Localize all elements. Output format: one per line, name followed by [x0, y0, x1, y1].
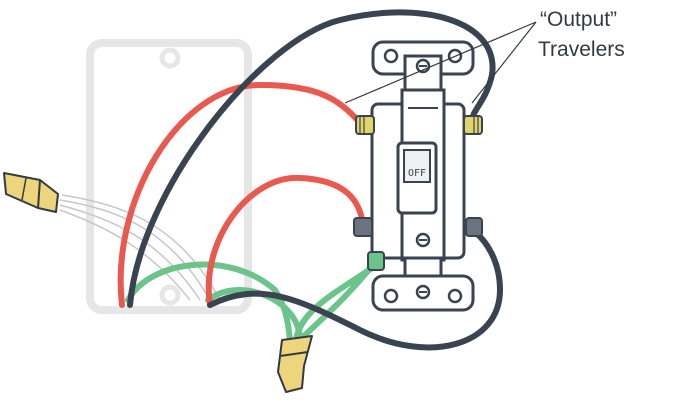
red-traveler-wires — [117, 81, 366, 308]
screw-icon — [355, 115, 483, 135]
wire-nut-icon — [3, 172, 59, 213]
black-wires — [127, 9, 504, 351]
wire-nut-icon — [277, 335, 313, 393]
annotation-label-travelers: Travelers — [538, 38, 625, 61]
electrical-box-icon — [86, 39, 252, 314]
stranded-wires — [59, 194, 221, 301]
toggle-switch-icon: OFF — [370, 40, 475, 312]
annotation-label-output: “Output” — [540, 8, 618, 31]
screw-icon — [353, 217, 483, 237]
switch-off-label: OFF — [408, 168, 426, 179]
screw-icon — [367, 251, 385, 271]
annotation-pointer-lines — [344, 21, 537, 104]
